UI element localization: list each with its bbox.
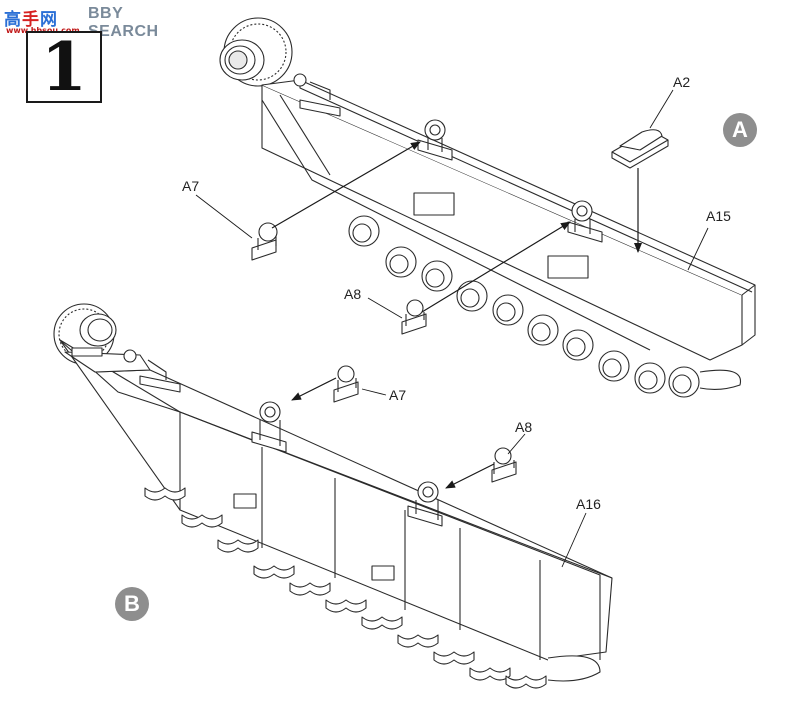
callout-a2: A2 <box>673 74 691 90</box>
mount-a-sprocket <box>293 73 341 117</box>
watermark-search-text: BBY SEARCH <box>88 5 159 40</box>
assembly-a-arrows <box>195 89 709 319</box>
step-number: 1 <box>41 28 87 106</box>
part-a2 <box>611 129 669 169</box>
callout-a7-bottom: A7 <box>389 387 407 403</box>
callout-a8-bottom: A8 <box>515 419 533 435</box>
assembly-a-badge: A <box>723 113 757 147</box>
part-a8-bottom <box>491 447 517 483</box>
mount-a-front <box>417 119 453 161</box>
mount-b-rear <box>407 481 443 527</box>
assembly-a <box>219 17 756 398</box>
mount-a-rear <box>567 200 603 243</box>
callout-a8-top: A8 <box>344 286 362 302</box>
callout-a7-top: A7 <box>182 178 200 194</box>
watermark-domain: www.hbsou.com <box>6 26 80 35</box>
part-a7-bottom <box>333 365 359 403</box>
frame-a16 <box>59 339 613 661</box>
road-wheels-a <box>348 215 742 398</box>
assembly-b <box>53 303 613 689</box>
assembly-b-arrows <box>291 377 587 568</box>
assembly-b-badge: B <box>115 587 149 621</box>
part-a8-top <box>401 299 427 335</box>
mount-b-sprocket <box>123 349 181 393</box>
callout-a15: A15 <box>706 208 731 224</box>
watermark: 高手网 BBY SEARCH www.hbsou.com <box>4 2 184 40</box>
step-number-box: 1 <box>26 31 102 103</box>
callout-a16: A16 <box>576 496 601 512</box>
frame-a15 <box>261 79 756 361</box>
watermark-logo: 高手网 <box>4 10 58 30</box>
bogies-b <box>144 487 601 689</box>
mount-b-front <box>251 401 287 453</box>
sprocket-a <box>219 17 293 87</box>
part-a7-top <box>251 222 278 261</box>
